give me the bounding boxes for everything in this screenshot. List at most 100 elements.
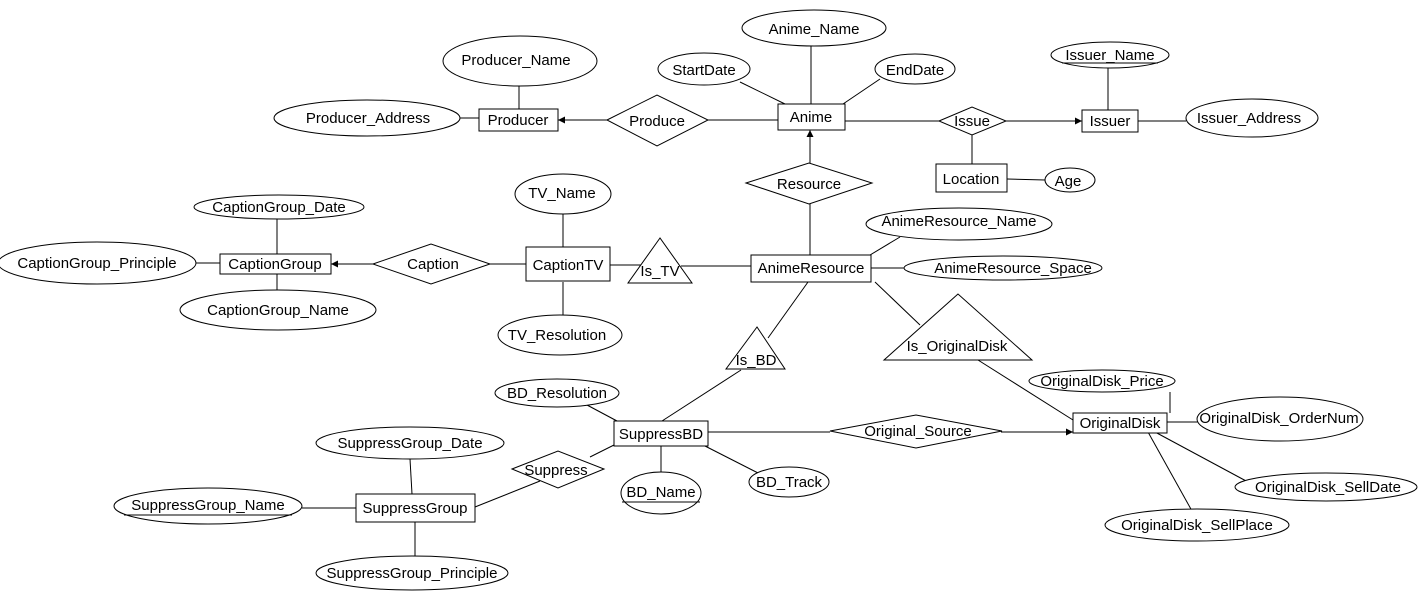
attribute-bd-name[interactable]: BD_Name bbox=[620, 471, 702, 515]
entity-caption-tv[interactable]: CaptionTV bbox=[525, 246, 611, 282]
attribute-end-date-label: EndDate bbox=[886, 62, 944, 79]
entity-original-disk-label: OriginalDisk bbox=[1080, 415, 1161, 432]
entity-location-label: Location bbox=[943, 171, 1000, 188]
attribute-bd-track[interactable]: BD_Track bbox=[748, 466, 830, 498]
attributes: Anime_Name StartDate EndDate Producer_Na… bbox=[0, 9, 1418, 591]
attribute-anime-resource-space[interactable]: AnimeResource_Space bbox=[903, 255, 1103, 281]
isa-is-bd-label: Is_BD bbox=[736, 352, 777, 369]
attribute-tv-resolution-label: TV_Resolution bbox=[508, 327, 606, 344]
relationship-produce[interactable]: Produce bbox=[605, 94, 710, 147]
entity-issuer[interactable]: Issuer bbox=[1081, 109, 1139, 133]
entity-original-disk[interactable]: OriginalDisk bbox=[1072, 412, 1168, 434]
attribute-suppress-group-principle-label: SuppressGroup_Principle bbox=[327, 565, 498, 582]
attribute-producer-name-label: Producer_Name bbox=[461, 52, 570, 69]
attribute-start-date[interactable]: StartDate bbox=[657, 52, 751, 86]
attribute-original-disk-sell-place-label: OriginalDisk_SellPlace bbox=[1121, 517, 1273, 534]
entity-anime-resource[interactable]: AnimeResource bbox=[750, 254, 872, 283]
relationship-suppress[interactable]: Suppress bbox=[510, 450, 606, 489]
attribute-bd-name-label: BD_Name bbox=[626, 484, 695, 501]
isa-is-original-disk-label: Is_OriginalDisk bbox=[907, 338, 1008, 355]
attribute-issuer-name-label: Issuer_Name bbox=[1065, 47, 1154, 64]
attribute-producer-address-label: Producer_Address bbox=[306, 110, 430, 127]
attribute-caption-group-date[interactable]: CaptionGroup_Date bbox=[193, 194, 365, 220]
entity-suppress-bd[interactable]: SuppressBD bbox=[613, 420, 709, 447]
line-sg-date bbox=[409, 458, 413, 495]
attribute-anime-name[interactable]: Anime_Name bbox=[741, 9, 887, 47]
attribute-age[interactable]: Age bbox=[1044, 167, 1096, 193]
attribute-original-disk-sell-place[interactable]: OriginalDisk_SellPlace bbox=[1104, 508, 1290, 542]
attribute-anime-name-label: Anime_Name bbox=[769, 21, 860, 38]
attribute-original-disk-price[interactable]: OriginalDisk_Price bbox=[1028, 369, 1176, 393]
attribute-caption-group-principle-label: CaptionGroup_Principle bbox=[17, 255, 176, 272]
entity-caption-tv-label: CaptionTV bbox=[533, 257, 604, 274]
attribute-original-disk-sell-date-label: OriginalDisk_SellDate bbox=[1255, 479, 1401, 496]
attribute-suppress-group-name[interactable]: SuppressGroup_Name bbox=[113, 487, 303, 525]
line-od-sellplace bbox=[1147, 431, 1193, 512]
relationship-caption[interactable]: Caption bbox=[371, 243, 492, 285]
attribute-suppress-group-principle[interactable]: SuppressGroup_Principle bbox=[315, 555, 509, 591]
connectors bbox=[196, 46, 1249, 556]
line-anime-enddate bbox=[842, 78, 881, 105]
attribute-producer-address[interactable]: Producer_Address bbox=[273, 99, 461, 137]
isa-is-bd[interactable]: Is_BD bbox=[725, 326, 786, 370]
attribute-bd-track-label: BD_Track bbox=[756, 474, 823, 491]
attribute-suppress-group-date-label: SuppressGroup_Date bbox=[337, 435, 482, 452]
isa-is-tv-label: Is_TV bbox=[640, 263, 679, 280]
line-suppress-suppressgroup bbox=[474, 480, 541, 508]
entity-issuer-label: Issuer bbox=[1090, 113, 1131, 130]
attribute-start-date-label: StartDate bbox=[672, 62, 735, 79]
relationship-original-source-label: Original_Source bbox=[864, 423, 972, 440]
attribute-caption-group-name-label: CaptionGroup_Name bbox=[207, 302, 349, 319]
attribute-tv-name-label: TV_Name bbox=[528, 185, 596, 202]
attribute-anime-resource-name-label: AnimeResource_Name bbox=[881, 213, 1036, 230]
attribute-issuer-address[interactable]: Issuer_Address bbox=[1185, 98, 1319, 138]
entity-anime[interactable]: Anime bbox=[777, 103, 846, 131]
isa-is-tv[interactable]: Is_TV bbox=[627, 237, 693, 284]
entities: Anime Producer Issuer Location AnimeReso… bbox=[219, 103, 1168, 523]
attribute-bd-resolution[interactable]: BD_Resolution bbox=[494, 378, 620, 408]
entity-anime-resource-label: AnimeResource bbox=[758, 260, 865, 277]
attribute-end-date[interactable]: EndDate bbox=[874, 53, 956, 85]
attribute-age-label: Age bbox=[1055, 173, 1082, 190]
attribute-issuer-address-label: Issuer_Address bbox=[1197, 110, 1301, 127]
relationship-resource[interactable]: Resource bbox=[744, 162, 874, 205]
entity-anime-label: Anime bbox=[790, 109, 833, 126]
attribute-original-disk-sell-date[interactable]: OriginalDisk_SellDate bbox=[1234, 472, 1418, 502]
entity-suppress-group[interactable]: SuppressGroup bbox=[355, 493, 476, 523]
attribute-caption-group-principle[interactable]: CaptionGroup_Principle bbox=[0, 241, 197, 285]
attribute-tv-name[interactable]: TV_Name bbox=[514, 173, 612, 215]
isa-is-original-disk[interactable]: Is_OriginalDisk bbox=[882, 293, 1034, 361]
line-ar-isoriginaldisk bbox=[874, 281, 921, 326]
attribute-suppress-group-date[interactable]: SuppressGroup_Date bbox=[315, 426, 505, 460]
attribute-caption-group-name[interactable]: CaptionGroup_Name bbox=[179, 289, 377, 331]
relationship-suppress-label: Suppress bbox=[524, 462, 587, 479]
entity-producer[interactable]: Producer bbox=[478, 108, 559, 132]
attribute-tv-resolution[interactable]: TV_Resolution bbox=[497, 314, 623, 356]
line-suppressbd-suppress bbox=[589, 444, 615, 458]
relationship-issue[interactable]: Issue bbox=[937, 106, 1008, 136]
relationship-original-source[interactable]: Original_Source bbox=[829, 414, 1003, 449]
attribute-original-disk-order-num-label: OriginalDisk_OrderNum bbox=[1199, 410, 1358, 427]
line-ar-name bbox=[869, 236, 901, 256]
entity-location[interactable]: Location bbox=[935, 163, 1008, 193]
attribute-issuer-name[interactable]: Issuer_Name bbox=[1050, 41, 1170, 69]
line-anime-startdate bbox=[739, 81, 786, 105]
line-location-age bbox=[1006, 178, 1046, 181]
attribute-bd-resolution-label: BD_Resolution bbox=[507, 385, 607, 402]
entity-producer-label: Producer bbox=[488, 112, 549, 129]
line-ar-isbd bbox=[767, 281, 809, 339]
relationship-issue-label: Issue bbox=[954, 113, 990, 130]
attribute-original-disk-order-num[interactable]: OriginalDisk_OrderNum bbox=[1196, 396, 1364, 442]
isa-triangles: Is_TV Is_BD Is_OriginalDisk bbox=[627, 237, 1034, 370]
line-isbd-suppressbd bbox=[661, 369, 742, 422]
attribute-suppress-group-name-label: SuppressGroup_Name bbox=[131, 497, 284, 514]
relationships: Produce Issue Resource Caption Suppress … bbox=[371, 94, 1008, 489]
relationship-caption-label: Caption bbox=[407, 256, 459, 273]
line-isoriginaldisk-originaldisk bbox=[977, 359, 1074, 421]
attribute-caption-group-date-label: CaptionGroup_Date bbox=[212, 199, 345, 216]
attribute-anime-resource-name[interactable]: AnimeResource_Name bbox=[865, 207, 1053, 241]
line-bd-resolution bbox=[586, 404, 618, 422]
entity-caption-group[interactable]: CaptionGroup bbox=[219, 253, 332, 275]
attribute-producer-name[interactable]: Producer_Name bbox=[442, 35, 598, 87]
